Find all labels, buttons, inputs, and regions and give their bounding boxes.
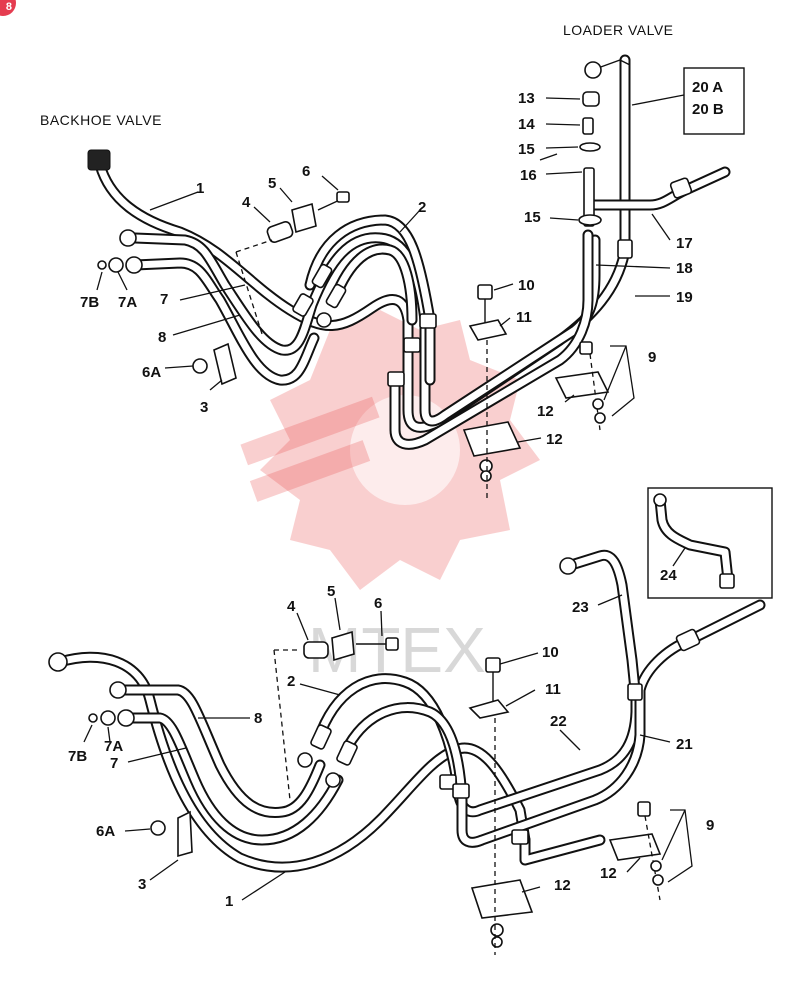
upper-callout-7a: 7A (118, 294, 137, 311)
upper-part-10-bolt (477, 284, 493, 300)
lower-part-12-plate (470, 879, 534, 919)
lower-callout-2: 2 (287, 673, 295, 690)
lower-callout-7b: 7B (68, 748, 87, 765)
upper-callout-4: 4 (242, 194, 251, 211)
upper-callout-15a: 15 (518, 141, 535, 158)
upper-assembly: 1 2 3 4 5 6 6A 7 7A 7B 8 9 10 11 12 12 1… (80, 54, 745, 500)
upper-part-4-spacer (266, 220, 294, 244)
upper-tube-2 (304, 214, 436, 386)
upper-callout-11: 11 (516, 309, 532, 326)
lower-tube-end (519, 834, 606, 866)
lower-callout-7: 7 (110, 755, 118, 772)
lower-callout-12a: 12 (554, 877, 571, 894)
lower-part-4-spacer (303, 641, 329, 659)
upper-callout-16: 16 (520, 167, 537, 184)
lower-callout-4: 4 (287, 598, 296, 615)
upper-callout-6a: 6A (142, 364, 161, 381)
loader-valve-heading: LOADER VALVE (563, 22, 674, 38)
upper-tube-17 (584, 166, 731, 211)
upper-callout-20a: 20 A (692, 79, 723, 96)
upper-callout-12b: 12 (537, 403, 554, 420)
corner-badge: 8 (0, 0, 16, 16)
upper-callout-5: 5 (268, 175, 276, 192)
upper-callout-7: 7 (160, 291, 168, 308)
lower-part-3-bracket (177, 810, 193, 858)
lower-tube-21 (684, 599, 766, 646)
lower-callout-22: 22 (550, 713, 567, 730)
upper-callout-3: 3 (200, 399, 208, 416)
upper-part-6a-nut (192, 358, 208, 374)
lower-callout-23: 23 (572, 599, 589, 616)
upper-callout-18: 18 (676, 260, 693, 277)
upper-callout-7b: 7B (80, 294, 99, 311)
upper-callout-20b: 20 B (692, 101, 724, 118)
upper-callout-13: 13 (518, 90, 535, 107)
upper-callout-19: 19 (676, 289, 693, 306)
lower-part-5-clamp (331, 630, 355, 662)
upper-part-12-plate-b (554, 371, 610, 399)
lower-part-6a-nut (150, 820, 166, 836)
upper-callout-1: 1 (196, 180, 204, 197)
backhoe-valve-heading: BACKHOE VALVE (40, 112, 162, 128)
lower-callout-12b: 12 (600, 865, 617, 882)
upper-tube-loader-pair (329, 229, 594, 450)
lower-fittings (48, 557, 701, 845)
upper-callout-14: 14 (518, 116, 535, 133)
lower-callout-11: 11 (545, 681, 561, 698)
lower-part-10-bolt (485, 657, 501, 673)
upper-part-5-clamp (291, 202, 317, 234)
lower-tube-2 (312, 673, 642, 818)
upper-part-3-bracket (213, 342, 237, 386)
upper-tube-7 (129, 257, 320, 386)
upper-fittings (87, 61, 693, 387)
upper-callout-12a: 12 (546, 431, 563, 448)
upper-callout-6: 6 (302, 163, 310, 180)
upper-part-12-plate (462, 421, 522, 457)
inset-part-24: 24 (647, 487, 773, 599)
upper-tube-8 (129, 232, 601, 427)
lower-callout-1: 1 (225, 893, 233, 910)
lower-assembly: 1 2 3 4 5 6 6A 7 7A 7B 8 9 10 11 12 12 2… (48, 549, 766, 955)
lower-callout-7a: 7A (104, 738, 123, 755)
upper-callout-15b: 15 (524, 209, 541, 226)
lower-part-12-plate-b (608, 833, 662, 861)
lower-callout-21: 21 (676, 736, 693, 753)
lower-part-11-clip (468, 699, 510, 719)
lower-callout-5: 5 (327, 583, 335, 600)
inset-callout-24: 24 (660, 567, 677, 584)
upper-part-11-clip (468, 319, 508, 341)
upper-callout-8: 8 (158, 329, 166, 346)
lower-callout-10: 10 (542, 644, 559, 661)
upper-callout-2: 2 (418, 199, 426, 216)
upper-callout-10: 10 (518, 277, 535, 294)
lower-callout-9: 9 (706, 817, 714, 834)
lower-callout-6: 6 (374, 595, 382, 612)
lower-callout-6a: 6A (96, 823, 115, 840)
lower-callout-3: 3 (138, 876, 146, 893)
upper-callout-17: 17 (676, 235, 693, 252)
upper-part-stack (578, 91, 602, 227)
lower-tube-7 (119, 712, 344, 846)
upper-callout-9: 9 (648, 349, 656, 366)
lower-tube-23 (562, 549, 641, 696)
lower-callout-8: 8 (254, 710, 262, 727)
lower-tube-8 (114, 684, 326, 818)
